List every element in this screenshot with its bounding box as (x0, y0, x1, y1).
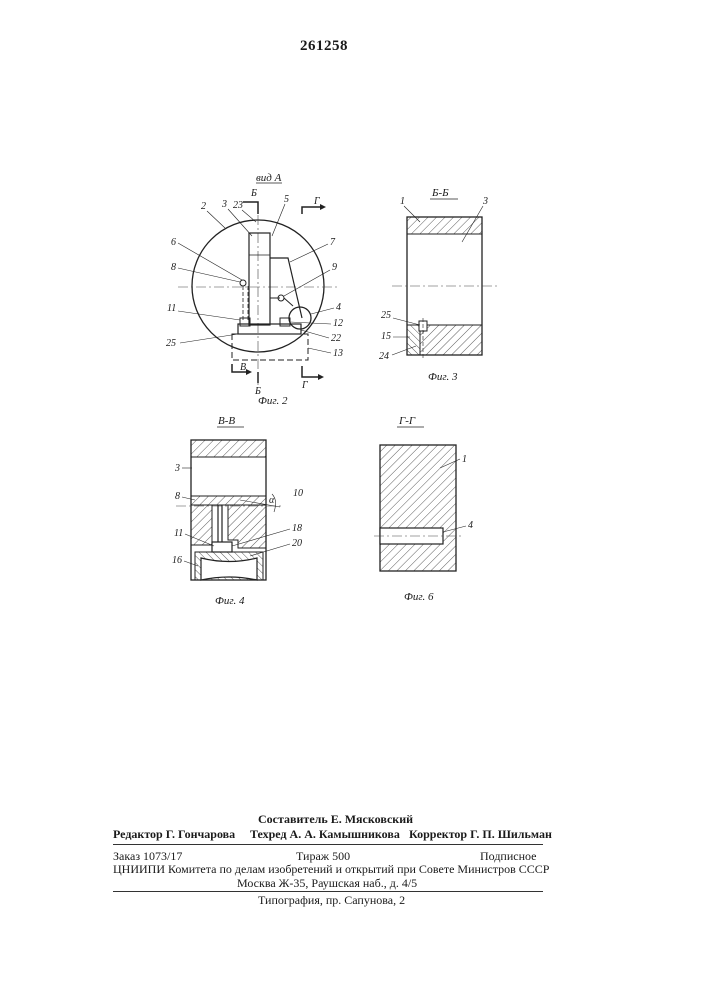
fig2-label-8: 8 (171, 262, 176, 273)
fig4-label-20: 20 (292, 538, 302, 549)
imprint-subscription: Подписное (480, 849, 537, 863)
fig2-label-6: 6 (171, 237, 176, 248)
fig6-label-4: 4 (468, 520, 473, 531)
fig3-caption: Фиг. 3 (428, 371, 458, 383)
fig3-label-24: 24 (379, 351, 389, 362)
fig6-section-title: Г-Г (398, 415, 416, 427)
fig4-label-16: 16 (172, 555, 182, 566)
imprint-divider-2 (113, 891, 543, 892)
fig4-label-11: 11 (174, 528, 183, 539)
fig2-section-mark-b-top: Б (250, 188, 257, 199)
fig4-caption: Фиг. 4 (215, 595, 245, 607)
fig4-label-3: 3 (174, 463, 180, 474)
fig3-label-15: 15 (381, 331, 391, 342)
figure-4: В-В α 3 8 10 11 18 20 16 Фиг (172, 415, 303, 607)
fig6-label-1: 1 (462, 454, 467, 465)
imprint-compiler: Составитель Е. Мясковский (258, 812, 413, 826)
fig2-label-7: 7 (330, 237, 336, 248)
fig4-label-10: 10 (293, 488, 303, 499)
imprint-corrector: Корректор Г. П. Шильман (409, 827, 552, 841)
imprint-techred: Техред А. А. Камышникова (250, 827, 400, 841)
imprint-printing: Типография, пр. Сапунова, 2 (258, 893, 405, 907)
fig2-label-9: 9 (332, 262, 337, 273)
imprint-institute: ЦНИИПИ Комитета по делам изобретений и о… (113, 862, 549, 876)
fig4-section-title: В-В (218, 415, 235, 427)
imprint-address: Москва Ж-35, Раушская наб., д. 4/5 (237, 876, 417, 890)
imprint-divider (113, 844, 543, 845)
fig3-label-1: 1 (400, 196, 405, 207)
fig3-label-25: 25 (381, 310, 391, 321)
fig2-label-2: 2 (201, 201, 206, 212)
fig2-label-5: 5 (284, 194, 289, 205)
fig2-section-mark-g-bottom: Г (301, 380, 308, 391)
fig4-label-18: 18 (292, 523, 302, 534)
fig2-label-22: 22 (331, 333, 341, 344)
fig3-section-title: Б-Б (431, 187, 449, 199)
imprint-circulation: Тираж 500 (296, 849, 350, 863)
imprint-order: Заказ 1073/17 (113, 849, 182, 863)
fig2-label-13: 13 (333, 348, 343, 359)
fig2-section-mark-v: В (240, 362, 246, 373)
imprint-editor: Редактор Г. Гончарова (113, 827, 235, 841)
fig2-label-11: 11 (167, 303, 176, 314)
fig4-angle-symbol: α (269, 495, 275, 506)
figure-3: Б-Б 1 3 25 15 24 Фиг. 3 (379, 187, 498, 383)
fig2-label-23: 23 (233, 200, 243, 211)
fig2-label-3: 3 (221, 199, 227, 210)
fig6-caption: Фиг. 6 (404, 591, 434, 603)
fig4-label-8: 8 (175, 491, 180, 502)
fig2-label-4: 4 (336, 302, 341, 313)
fig2-label-25: 25 (166, 338, 176, 349)
fig2-label-12: 12 (333, 318, 343, 329)
figure-6: Г-Г 1 4 Фиг. 6 (374, 415, 473, 603)
fig2-view-title: вид А (256, 172, 282, 184)
figure-2: вид А Б Г 2 3 23 (166, 172, 343, 407)
fig3-label-3: 3 (482, 196, 488, 207)
fig2-section-mark-g-top: Г (313, 196, 320, 207)
fig2-caption: Фиг. 2 (258, 395, 288, 407)
